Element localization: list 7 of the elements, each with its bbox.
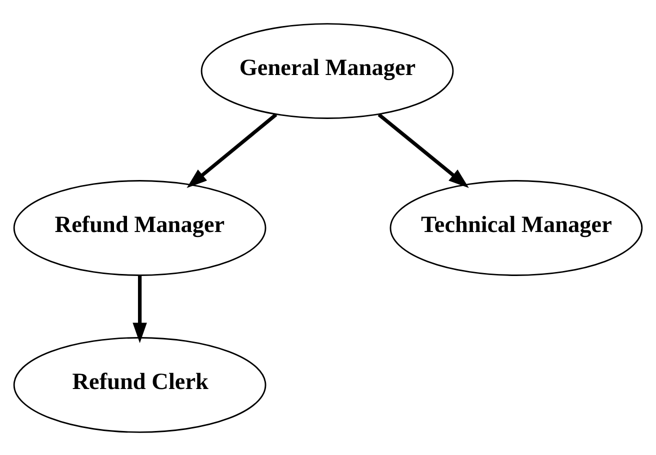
- node-ellipse: Refund Manager: [13, 180, 266, 276]
- node-ellipse: General Manager: [200, 22, 454, 118]
- node-ellipse: Technical Manager: [390, 180, 643, 276]
- arrow: [186, 112, 278, 188]
- arrow: [378, 112, 469, 188]
- arrow: [132, 274, 147, 343]
- node-ellipse: Refund Clerk: [13, 336, 266, 432]
